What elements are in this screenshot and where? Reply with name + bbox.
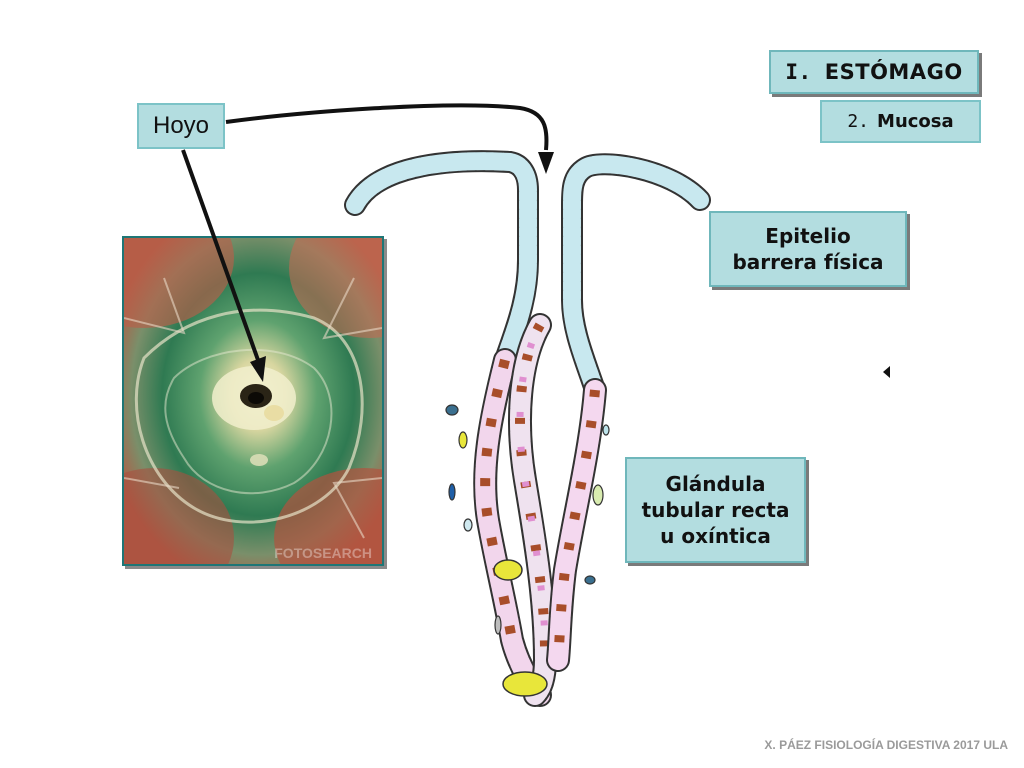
gland-tube-left	[473, 348, 552, 707]
title-text: ESTÓMAGO	[824, 60, 963, 84]
small-pointer-icon	[883, 366, 890, 378]
epitelio-line-2: barrera física	[732, 250, 884, 274]
mucous-cells-bottom	[502, 671, 548, 697]
title-number: I.	[785, 60, 812, 84]
hoyo-label: Hoyo	[137, 103, 225, 149]
connective-tissue-cells	[445, 404, 610, 635]
surface-epithelium-right	[561, 153, 711, 401]
glandula-line-1: Glándula	[665, 472, 766, 496]
epitelio-line-1: Epitelio	[765, 224, 851, 248]
gland-tube-right	[508, 313, 558, 707]
footer-credit: X. PÁEZ FISIOLOGÍA DIGESTIVA 2017 ULA	[764, 738, 1008, 752]
glandula-line-3: u oxíntica	[660, 524, 771, 548]
subtitle-number: 2.	[847, 111, 870, 132]
subtitle-box: 2. Mucosa	[820, 100, 981, 143]
gland-tube-outer	[546, 378, 607, 672]
title-box: I. ESTÓMAGO	[769, 50, 979, 94]
arrowhead-to-photo	[250, 356, 266, 382]
mucous-cells-side	[493, 559, 523, 581]
hoyo-arrows	[181, 103, 554, 382]
glandula-label: Glándula tubular recta u oxíntica	[625, 457, 806, 563]
arrowhead-to-gland	[538, 152, 554, 174]
epitelio-label: Epitelio barrera física	[709, 211, 907, 287]
photo-watermark: FOTOSEARCH	[274, 545, 372, 561]
sem-photo-gastric-pit: FOTOSEARCH	[122, 236, 384, 566]
sem-photo-graphic: FOTOSEARCH	[124, 238, 382, 564]
subtitle-text: Mucosa	[877, 111, 954, 132]
glandula-line-2: tubular recta	[641, 498, 790, 522]
surface-epithelium-left	[344, 150, 539, 371]
hoyo-label-text: Hoyo	[152, 112, 210, 139]
